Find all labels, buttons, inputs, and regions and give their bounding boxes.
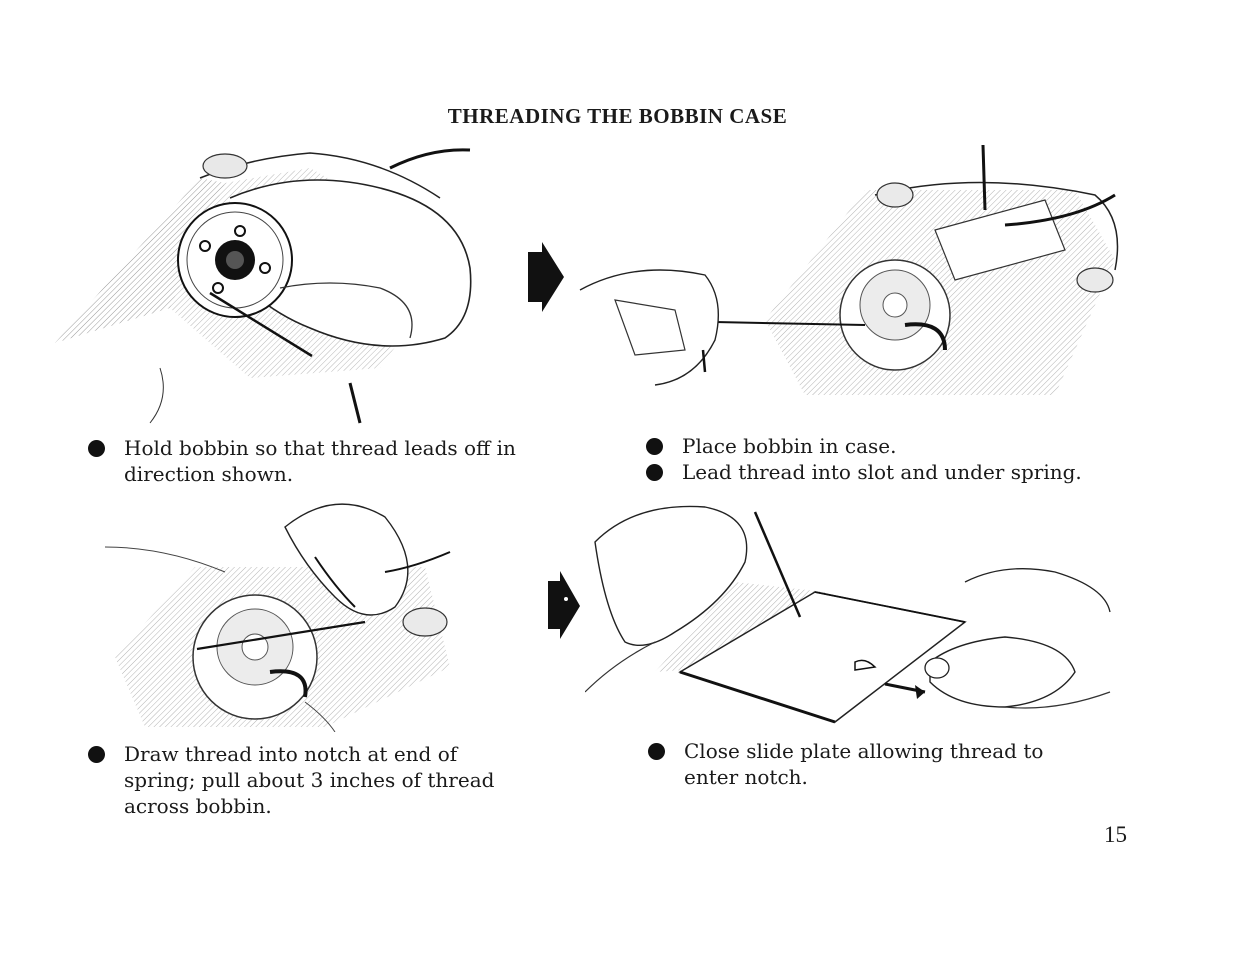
caption-step-1-line-2: direction shown. xyxy=(124,462,294,486)
caption-step-1-row: Hold bobbin so that thread leads off in … xyxy=(88,435,570,487)
arrow-right-icon xyxy=(548,571,582,645)
page-number: 15 xyxy=(1104,822,1127,847)
page-title: THREADING THE BOBBIN CASE xyxy=(447,104,788,128)
caption-step-1: Hold bobbin so that thread leads off in … xyxy=(88,435,570,487)
illustration-draw-thread xyxy=(105,487,465,732)
caption-step-4-line-2: enter notch. xyxy=(684,765,808,789)
caption-step-2-text-1: Place bobbin in case. xyxy=(682,434,897,458)
bullet-icon xyxy=(648,743,665,760)
caption-step-3-line-1: Draw thread into notch at end of xyxy=(124,742,458,766)
bullet-icon xyxy=(88,440,105,457)
caption-step-2: Place bobbin in case. Lead thread into s… xyxy=(646,433,1136,485)
caption-step-2-bullet-1: Place bobbin in case. xyxy=(646,433,1136,459)
caption-step-1-line-1: Hold bobbin so that thread leads off in xyxy=(124,436,516,460)
caption-step-3-line-2: spring; pull about 3 inches of thread xyxy=(124,768,495,792)
caption-step-4-row: Close slide plate allowing thread to ent… xyxy=(648,738,1130,790)
caption-step-4-line-1: Close slide plate allowing thread to xyxy=(684,739,1044,763)
caption-step-3-line-3: across bobbin. xyxy=(124,794,272,818)
illustration-place-bobbin xyxy=(575,140,1135,405)
caption-step-3: Draw thread into notch at end of spring;… xyxy=(88,741,572,819)
caption-step-2-bullet-2: Lead thread into slot and under spring. xyxy=(646,459,1136,485)
arrow-right-icon xyxy=(528,242,566,318)
caption-step-2-text-2: Lead thread into slot and under spring. xyxy=(682,460,1082,484)
bullet-icon xyxy=(646,438,663,455)
caption-step-4: Close slide plate allowing thread to ent… xyxy=(648,738,1130,790)
illustration-hold-bobbin xyxy=(50,138,480,428)
illustration-close-slide-plate xyxy=(585,492,1115,737)
caption-step-3-row: Draw thread into notch at end of spring;… xyxy=(88,741,572,819)
bullet-icon xyxy=(646,464,663,481)
bullet-icon xyxy=(88,746,105,763)
